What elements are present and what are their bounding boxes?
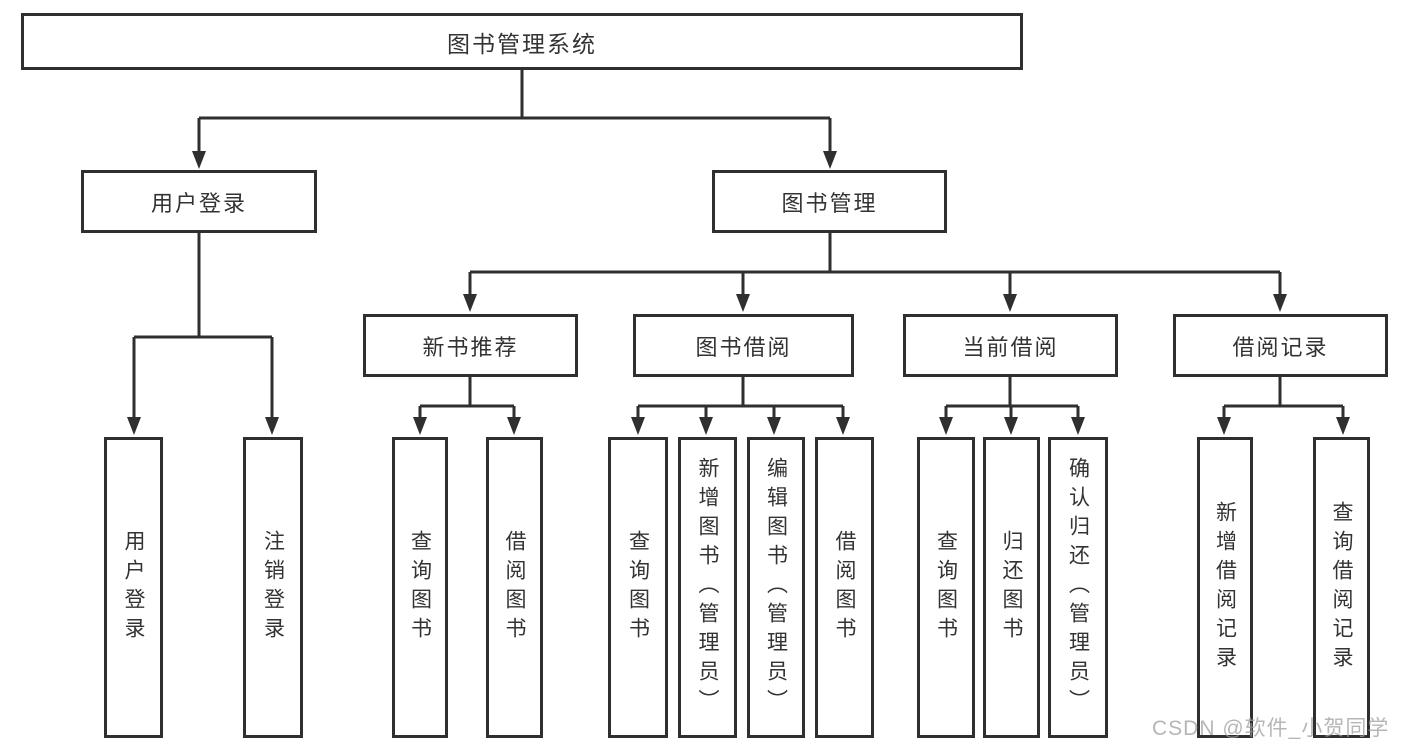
node-new-book-recommendation: 新书推荐 — [363, 314, 578, 377]
node-book-borrowing: 图书借阅 — [633, 314, 854, 377]
leaf-user-login: 用户登录 — [104, 437, 163, 738]
node-user-login: 用户登录 — [81, 170, 317, 233]
leaf-borrow-books: 借阅图书 — [815, 437, 874, 738]
node-library-management-system: 图书管理系统 — [21, 13, 1023, 70]
node-book-management: 图书管理 — [712, 170, 947, 233]
leaf-logout: 注销登录 — [243, 437, 303, 738]
leaf-edit-books-admin: 编辑图书（管理员） — [747, 437, 805, 738]
node-current-borrowing: 当前借阅 — [903, 314, 1118, 377]
leaf-query-books-current: 查询图书 — [917, 437, 975, 738]
connector-arrow-down-icons — [127, 151, 1350, 435]
leaf-query-books-recommend: 查询图书 — [392, 437, 448, 738]
leaf-borrow-books-recommend: 借阅图书 — [486, 437, 543, 738]
leaf-confirm-return-admin: 确认归还（管理员） — [1048, 437, 1108, 738]
leaf-query-books-borrowing: 查询图书 — [608, 437, 668, 738]
leaf-return-books: 归还图书 — [983, 437, 1040, 738]
leaf-add-books-admin: 新增图书（管理员） — [678, 437, 737, 738]
csdn-watermark: CSDN @软件_小贺同学 — [1152, 717, 1390, 740]
leaf-query-borrow-record: 查询借阅记录 — [1313, 437, 1370, 738]
connector-paths — [132, 69, 1345, 419]
leaf-add-borrow-record: 新增借阅记录 — [1197, 437, 1253, 738]
node-borrowing-records: 借阅记录 — [1173, 314, 1388, 377]
